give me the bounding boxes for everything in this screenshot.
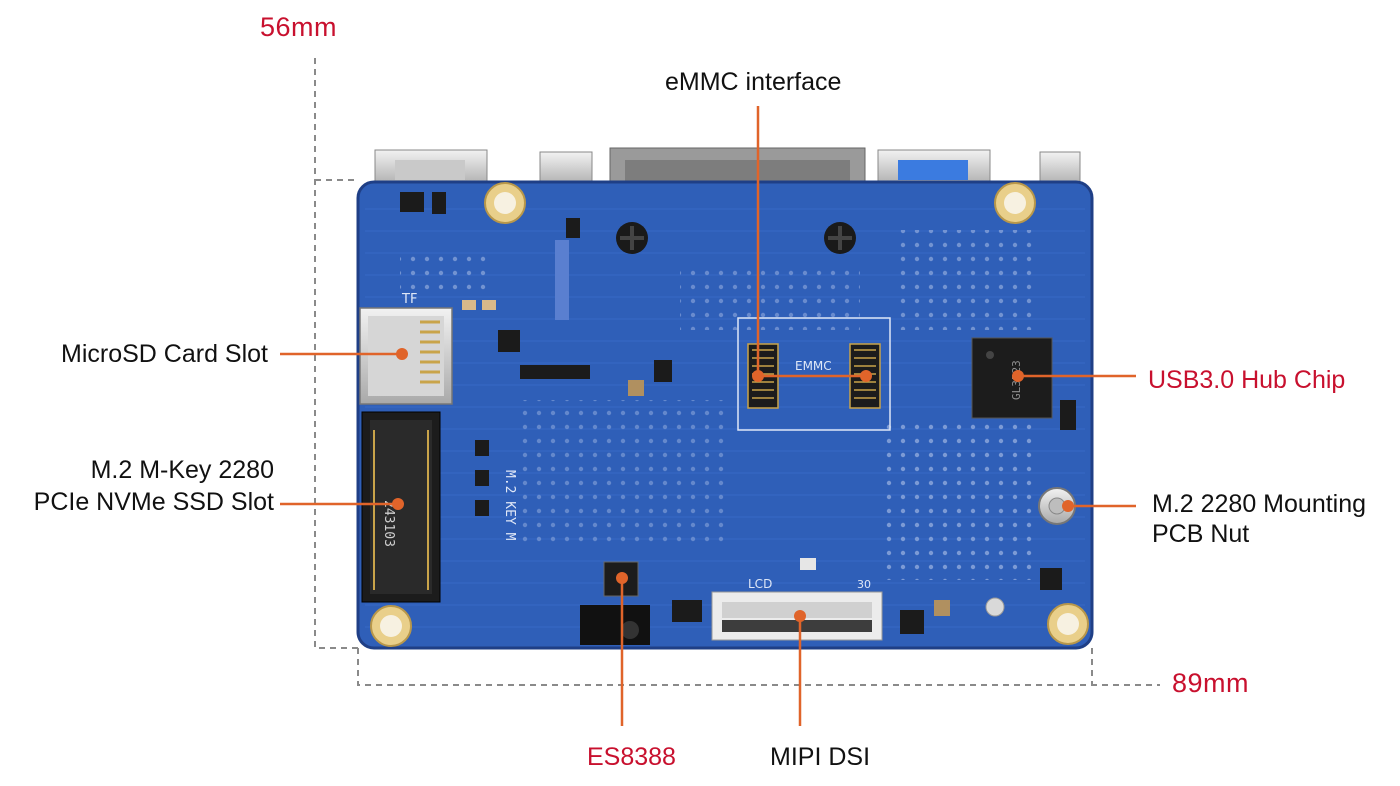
mipi-dsi-label: MIPI DSI: [770, 743, 871, 771]
mounting-nut-label-line1: M.2 2280 Mounting: [1152, 490, 1367, 518]
width-dimension-line: [357, 648, 1160, 686]
es8388-label: ES8388: [587, 743, 676, 771]
m2-key-silkscreen: M.2 KEY M: [502, 470, 517, 541]
tf-silkscreen: TF: [401, 292, 417, 307]
lcd-pin-silkscreen: 30: [857, 578, 871, 591]
capacitors: [462, 300, 950, 616]
ssd-code-silkscreen: 243103: [381, 500, 396, 547]
usb-hub-chip-graphic: GL3523: [971, 337, 1053, 419]
height-dimension-line: [314, 58, 358, 649]
emmc-silkscreen: EMMC: [795, 359, 832, 373]
m2-slot-graphic: 243103 M.2 KEY M: [361, 411, 517, 603]
leader-dots: [392, 348, 1074, 622]
standoff-crosses: [616, 222, 856, 254]
smd-components: [400, 192, 1076, 645]
mounting-holes: [370, 182, 1089, 647]
m2-slot-label-line2: PCIe NVMe SSD Slot: [33, 488, 274, 516]
width-dimension-label: 89mm: [1172, 668, 1250, 698]
emmc-interface-label: eMMC interface: [665, 68, 842, 96]
lcd-silkscreen: LCD: [748, 577, 772, 591]
microsd-slot-graphic: TF: [359, 292, 453, 405]
m2-mounting-nut-graphic: [1038, 487, 1076, 525]
dimension-lines: [314, 58, 1160, 686]
microsd-slot-label: MicroSD Card Slot: [61, 340, 268, 368]
pin-header: [555, 240, 569, 320]
usb-hub-chip-label: USB3.0 Hub Chip: [1148, 366, 1346, 394]
height-dimension-label: 56mm: [260, 12, 338, 42]
mounting-nut-label-line2: PCB Nut: [1152, 520, 1250, 548]
m2-slot-label-line1: M.2 M-Key 2280: [90, 456, 274, 484]
